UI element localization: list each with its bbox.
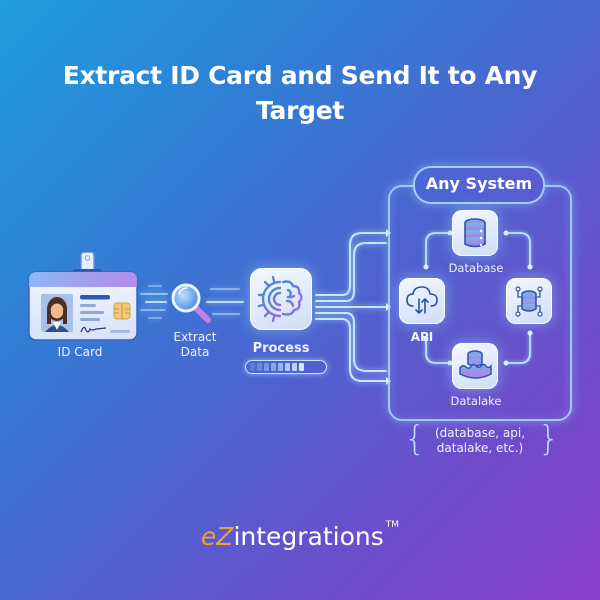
database-label: Database [448, 261, 504, 275]
database-network-icon [515, 286, 543, 317]
system-connectors [423, 230, 533, 366]
title-line-2: Target [255, 96, 345, 125]
system-note-line-1: (database, api, [434, 426, 526, 440]
process-progress-bar [245, 360, 327, 374]
extract-label-line-2: Data [180, 345, 210, 359]
note-brace-left: { [404, 419, 426, 459]
id-card-icon [28, 252, 138, 341]
extract-label-line-1: Extract [173, 330, 217, 344]
system-note-line-2: datalake, etc.) [436, 441, 524, 455]
api-label: API [410, 330, 434, 344]
datalake-tile [452, 343, 498, 389]
gear-brain-icon [257, 275, 303, 323]
brand-name: integrations [233, 522, 384, 551]
api-tile [399, 278, 445, 324]
id-card-label: ID Card [57, 345, 103, 359]
brand-trademark: TM [385, 520, 400, 530]
cloud-upload-download-icon [406, 286, 438, 314]
database-tile [452, 210, 498, 256]
system-note: (database, api, datalake, etc.) [410, 426, 550, 456]
brand-prefix: eZ [200, 522, 234, 551]
magnifier-icon [171, 283, 211, 323]
datalake-icon [459, 350, 492, 379]
database-network-tile [506, 278, 552, 324]
branch-arrows [315, 229, 391, 385]
any-system-title: Any System [413, 166, 545, 204]
process-label: Process [252, 341, 310, 356]
extract-label: Extract Data [160, 330, 230, 360]
page-title: Extract ID Card and Send It to Any Targe… [0, 58, 600, 128]
title-line-1: Extract ID Card and Send It to Any [62, 61, 538, 90]
database-icon [464, 218, 486, 248]
datalake-label: Datalake [450, 394, 502, 408]
process-tile [250, 268, 312, 330]
note-brace-right: } [538, 419, 560, 459]
